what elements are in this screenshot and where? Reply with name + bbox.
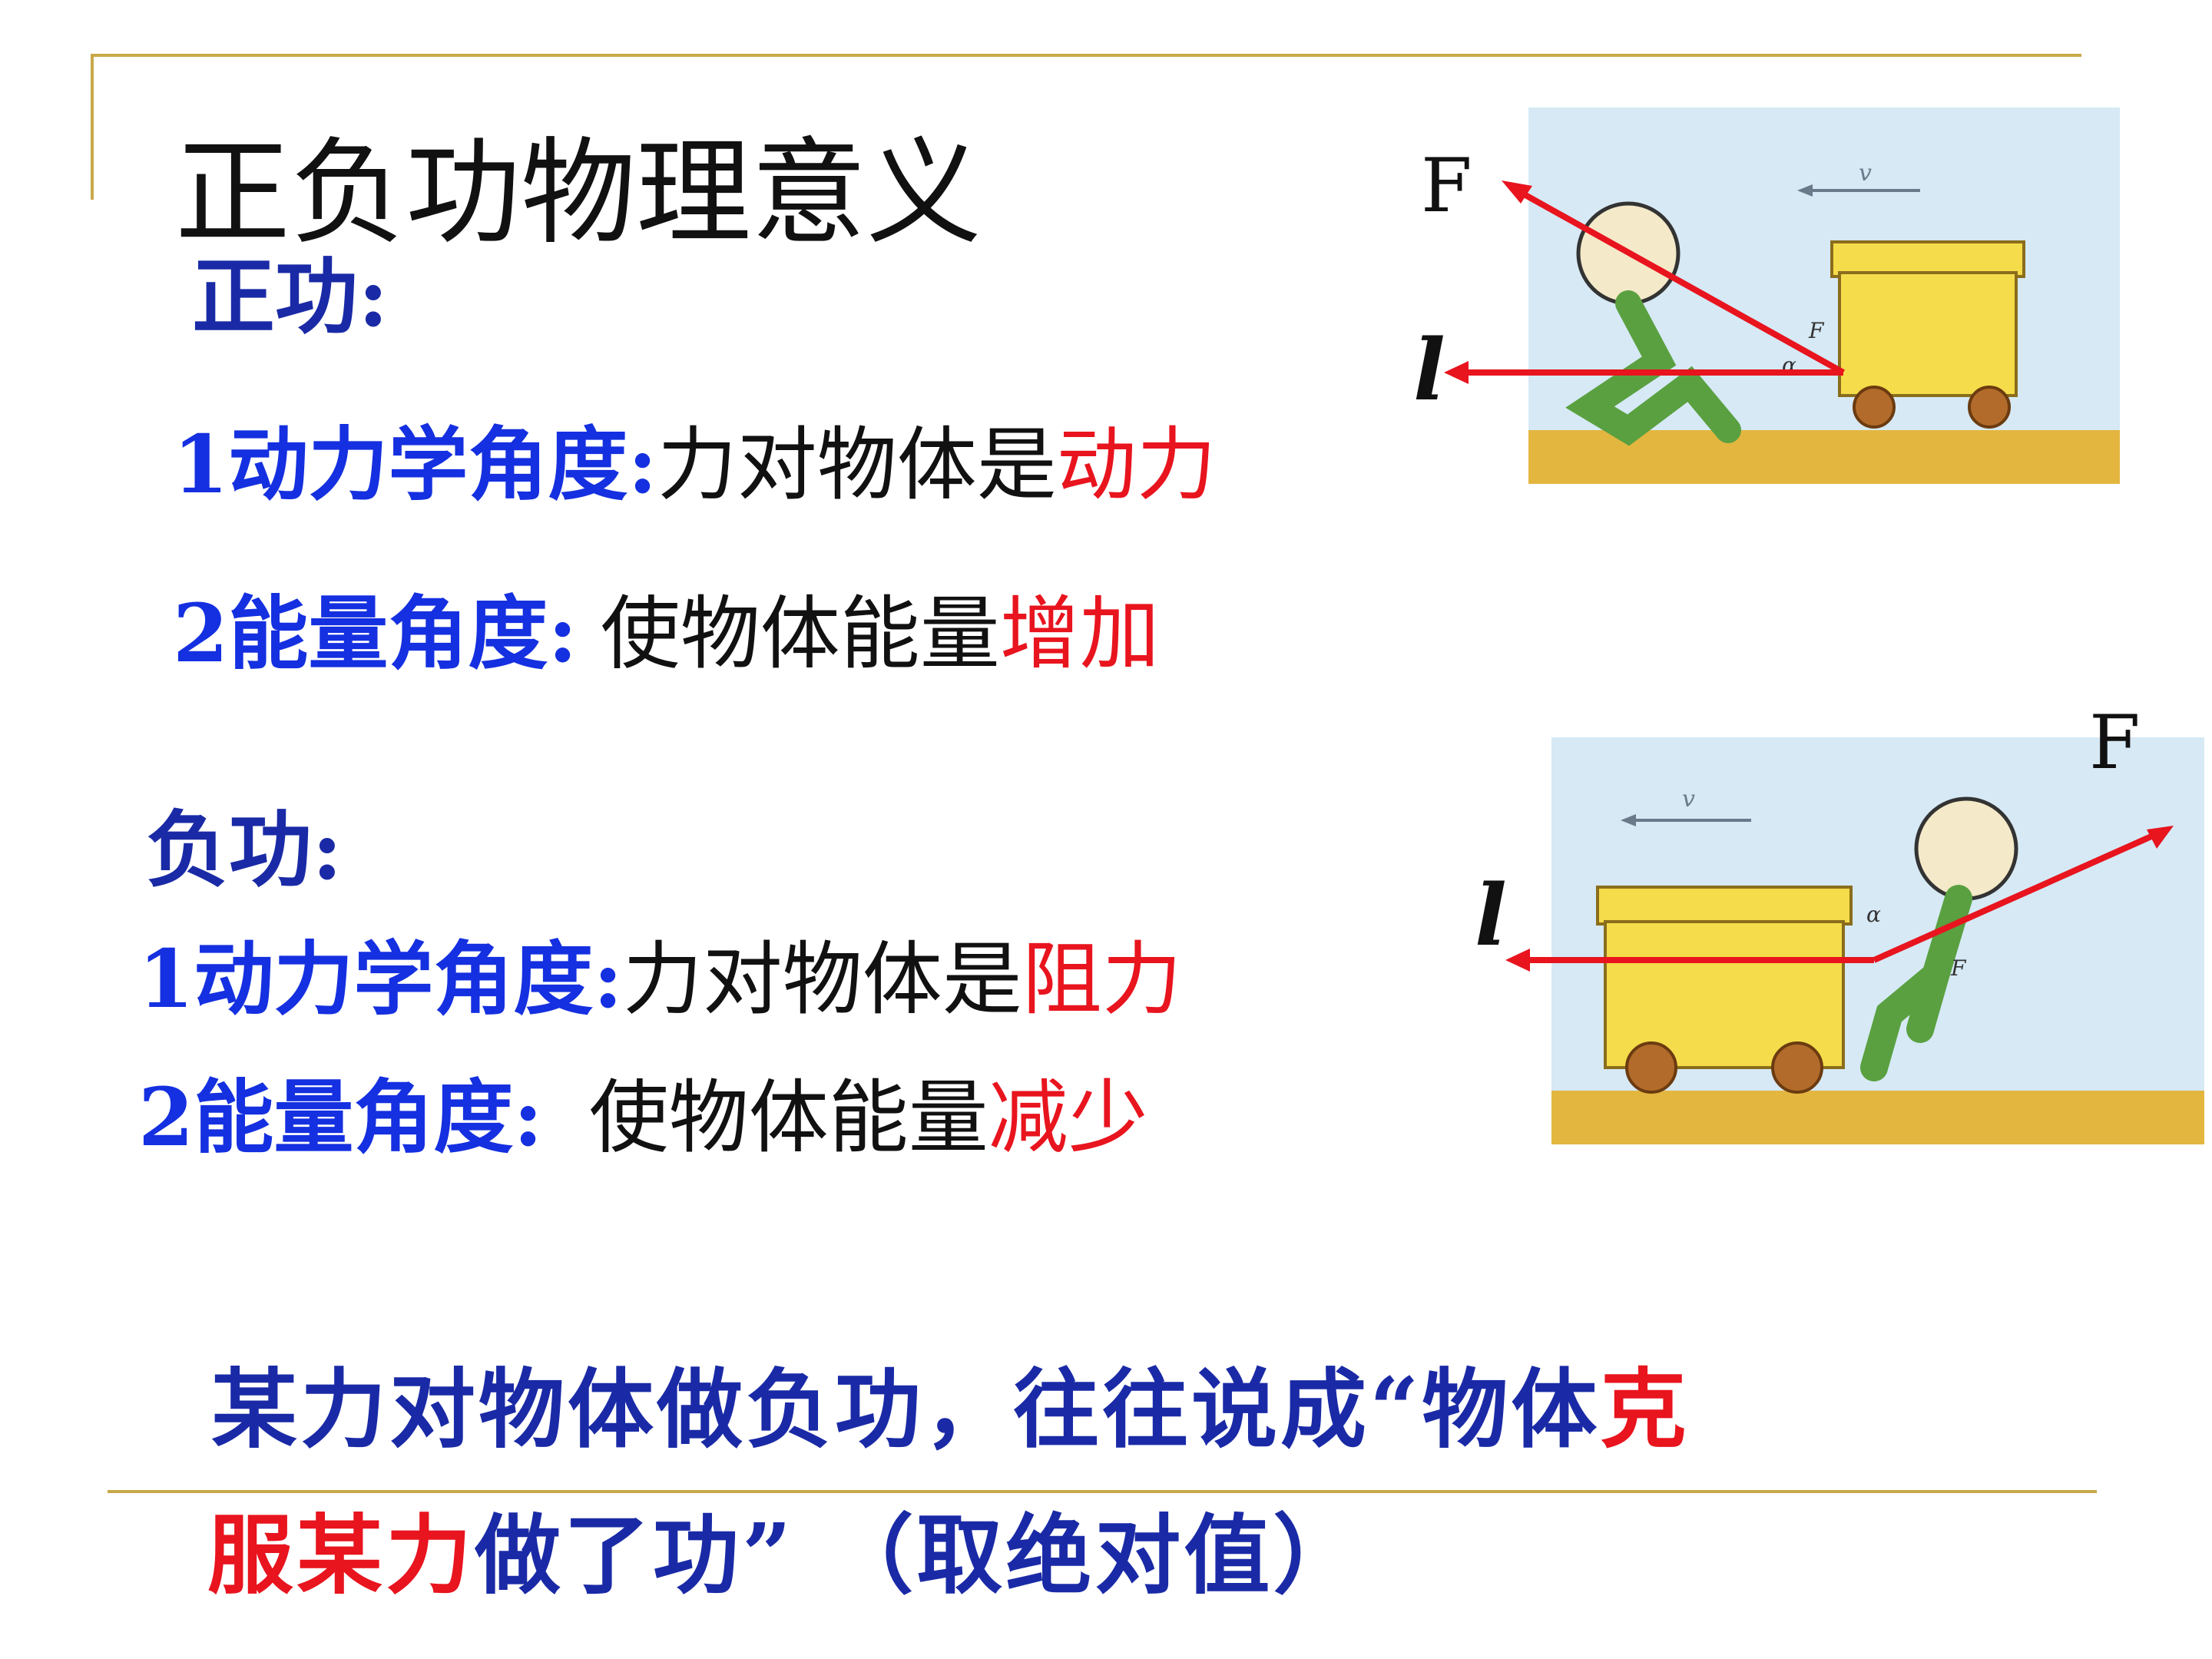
figure1-force-label: F: [1421, 143, 1472, 229]
summary-line-1-text: 某力对物体做负功，往往说成“物体: [211, 1359, 1601, 1460]
figure1-displacement-label: l: [1413, 320, 1445, 419]
figure2-force-label: F: [2089, 707, 2141, 786]
figure1-force-head: [1502, 180, 1532, 204]
figure2-velocity-label: v: [1682, 786, 1695, 813]
figure2-person-head: [1914, 796, 2018, 901]
positive-dynamics-text: 力对物体是: [657, 418, 1057, 512]
figure2-displacement-label: l: [1475, 866, 1507, 965]
figure2-alpha-label: α: [1866, 902, 1881, 927]
figure2-person-body: [1860, 885, 1972, 1081]
summary-line-2: 服某力做了功” （取绝对值）: [207, 1486, 1362, 1611]
summary-line-2-emph: 服某力: [207, 1505, 475, 1606]
figure2-force-head: [2147, 826, 2174, 849]
negative-dynamics-text: 力对物体是: [622, 932, 1022, 1026]
figure1-wheel-left: [1853, 386, 1896, 429]
figure1-velocity-label: v: [1859, 160, 1872, 187]
summary-line-1: 某力对物体做负功，往往说成“物体克: [211, 1340, 1689, 1465]
positive-energy-line: 2能量角度:使物体能量增加: [173, 568, 1160, 684]
negative-energy-emph: 减少: [988, 1071, 1148, 1164]
figure1-cart-body: [1838, 271, 2018, 397]
figure2-cart-lid: [1596, 886, 1853, 926]
page-title: 正负功物理意义: [175, 127, 982, 260]
bottom-rule: [108, 1490, 2097, 1493]
negative-dynamics-line: 1动力学角度:力对物体是阻力: [138, 914, 1182, 1030]
figure1-cart-lid: [1830, 240, 2025, 278]
figure2-wheel-left: [1625, 1041, 1677, 1094]
figure1-displacement-head: [1444, 361, 1469, 384]
negative-energy-line: 2能量角度: 使物体能量减少: [138, 1052, 1148, 1168]
negative-work-figure: v F α F l: [1475, 707, 2204, 1144]
positive-energy-text: 使物体能量: [600, 587, 1000, 680]
positive-dynamics-emph: 动力: [1056, 418, 1217, 512]
negative-work-heading: 负功:: [146, 802, 343, 899]
figure2-force-arrow: [1873, 830, 2160, 963]
positive-dynamics-prefix: 1动力学角度:: [173, 417, 657, 512]
summary-line-1-emph: 克: [1600, 1359, 1690, 1460]
figure2-small-f-label: F: [1950, 955, 1967, 981]
negative-dynamics-emph: 阻力: [1022, 932, 1182, 1026]
negative-dynamics-prefix: 1动力学角度:: [138, 932, 623, 1026]
figure1-velocity-head: [1797, 184, 1813, 197]
figure1-wheel-right: [1968, 386, 2011, 429]
positive-dynamics-line: 1动力学角度:力对物体是动力: [173, 399, 1217, 515]
figure2-velocity-head: [1621, 814, 1636, 826]
positive-energy-prefix: 2能量角度:: [173, 586, 578, 680]
negative-energy-prefix: 2能量角度:: [138, 1070, 543, 1164]
negative-energy-text: 使物体能量: [588, 1071, 988, 1164]
figure1-small-f-label: F: [1808, 318, 1825, 343]
figure2-displacement-head: [1505, 949, 1530, 972]
positive-energy-emph: 增加: [999, 587, 1160, 680]
figure2-ground: [1551, 1091, 2204, 1144]
positive-work-heading: 正功:: [192, 249, 389, 346]
summary-line-2-text: 做了功” （取绝对值）: [475, 1505, 1363, 1606]
figure1-force-arrow: [1512, 185, 1845, 376]
figure1-person-body: [1565, 290, 1741, 446]
positive-work-figure: v F α F l: [1413, 108, 2120, 484]
left-rule: [91, 54, 94, 200]
figure2-wheel-right: [1771, 1041, 1823, 1094]
top-rule: [92, 54, 2081, 57]
